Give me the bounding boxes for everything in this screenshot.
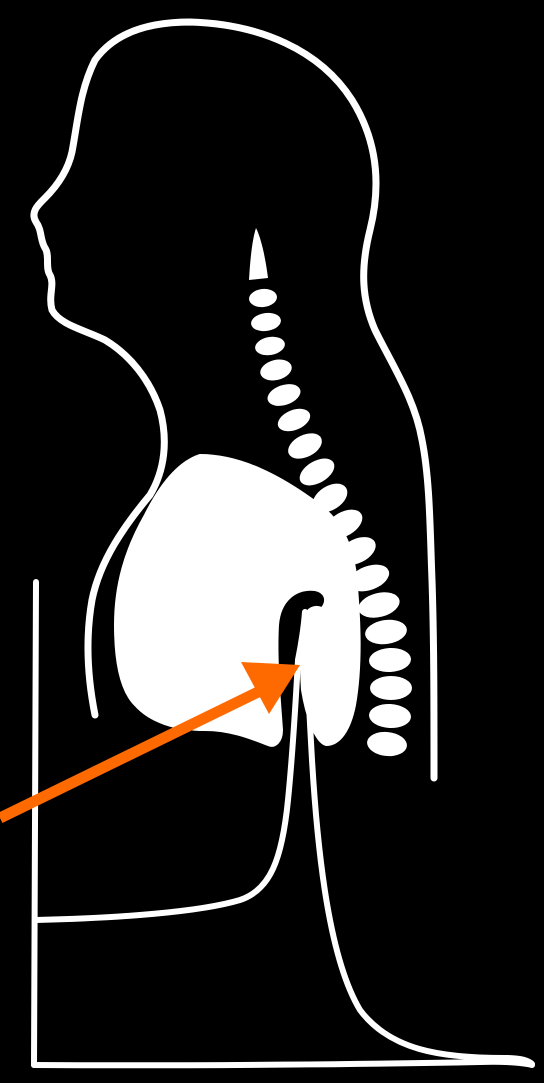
axis-vertical [34, 582, 36, 1065]
vertebra [370, 676, 412, 700]
